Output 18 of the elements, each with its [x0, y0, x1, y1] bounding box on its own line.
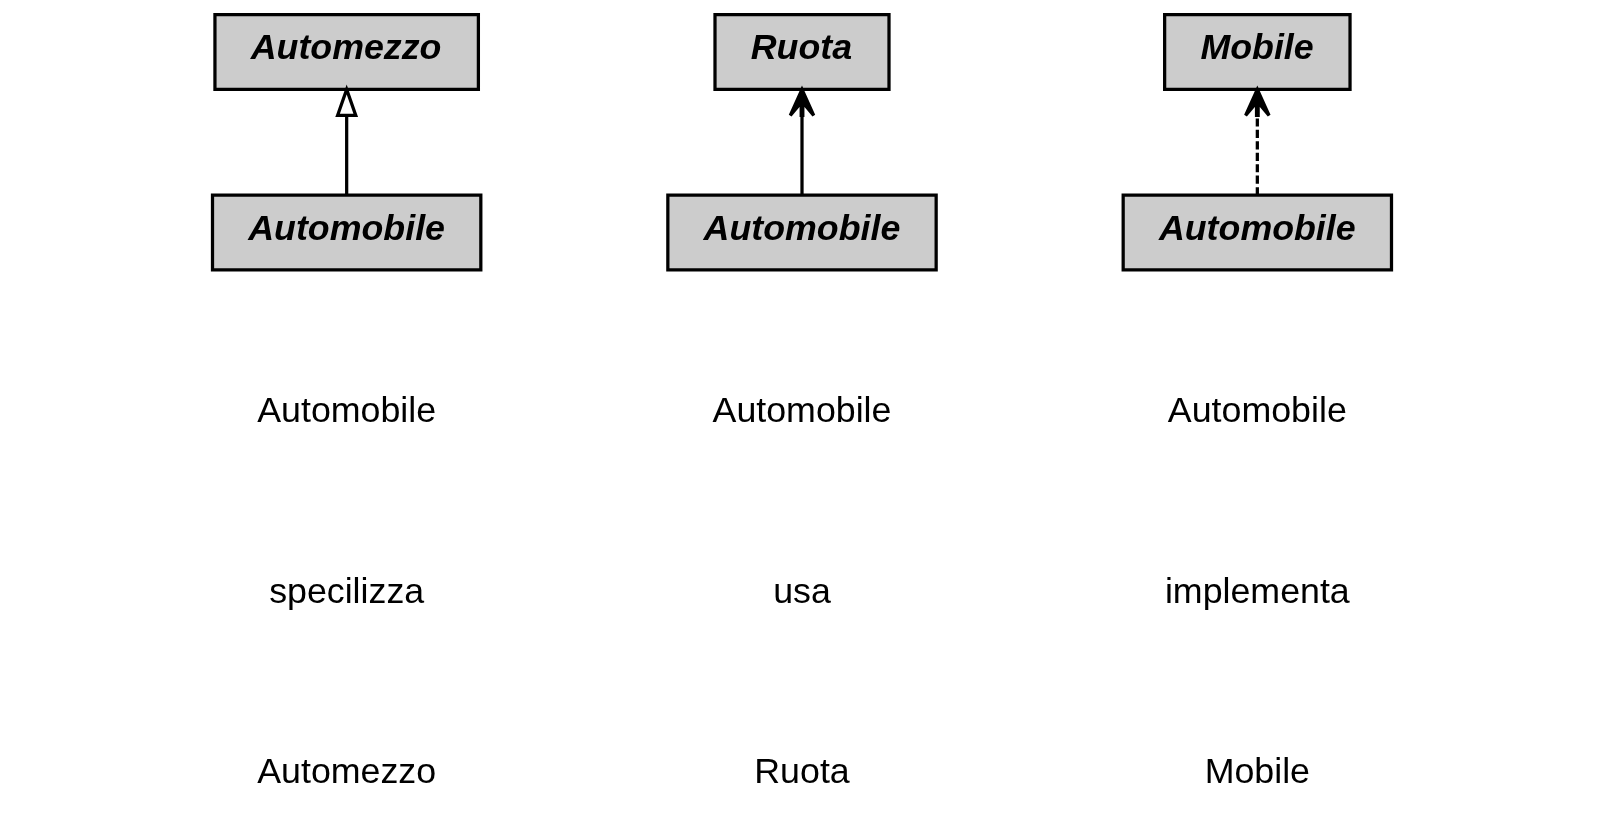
label: Automezzo: [257, 751, 437, 792]
label: specilizza: [269, 570, 425, 611]
label: usa: [773, 570, 831, 611]
node-box: Mobile: [1163, 12, 1352, 91]
label: implementa: [1164, 570, 1350, 611]
node-box: Automobile: [1121, 193, 1394, 272]
arrow: [335, 84, 359, 195]
node-box: Automezzo: [213, 12, 480, 91]
arrow: [788, 87, 816, 195]
node-box: Ruota: [713, 12, 891, 91]
label: Mobile: [1204, 751, 1311, 792]
node-box: Automobile: [666, 193, 938, 272]
arrow: [1244, 87, 1271, 195]
label: Automobile: [712, 390, 892, 431]
node-box: Automobile: [210, 193, 483, 272]
label: Ruota: [754, 751, 850, 792]
label: Automobile: [257, 390, 437, 431]
label: Automobile: [1167, 390, 1347, 431]
